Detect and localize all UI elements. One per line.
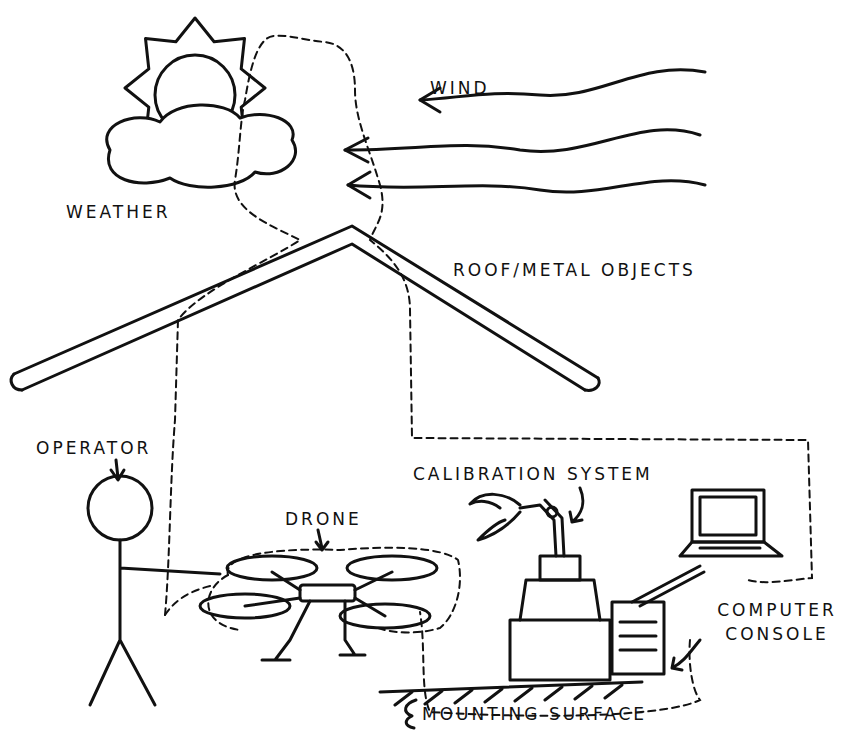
part-label: CALIBRATION SYSTEM (413, 462, 733, 486)
ground-hatch (395, 685, 622, 705)
part-label: WIND (430, 76, 630, 100)
drone-legs (262, 601, 365, 660)
leader-arrow (570, 488, 583, 522)
wind-line (420, 70, 705, 100)
wind-line (345, 130, 700, 152)
stick-body (90, 540, 220, 705)
part-label: COMPUTER CONSOLE (706, 598, 847, 646)
boundary-line (420, 612, 700, 716)
arrow-head (345, 138, 368, 162)
leader-arrow (672, 640, 700, 670)
leader-arrow (316, 530, 328, 550)
wind-arrows (345, 70, 705, 198)
rotor (227, 556, 317, 580)
laptop-arm (632, 566, 704, 606)
operator-figure (88, 460, 220, 705)
leader-mark (406, 700, 416, 728)
calibration-system (470, 488, 610, 680)
computer-console (612, 490, 782, 674)
laptop-display (700, 497, 756, 535)
cabinet-lines (620, 622, 656, 650)
leader-arrow (111, 460, 124, 480)
cloud-symbol (107, 105, 296, 187)
system-boundary (165, 36, 812, 716)
keys (700, 547, 760, 550)
part-label: DRONE (285, 507, 425, 531)
drone-symbol (200, 530, 437, 660)
boundary-line (208, 575, 240, 630)
gripper (470, 494, 520, 540)
roof-symbol (11, 226, 599, 390)
part-label: ROOF/METAL OBJECTS (453, 258, 773, 282)
drone-body (300, 585, 355, 601)
head (88, 476, 152, 540)
boundary-line (165, 36, 812, 615)
roof-end (11, 374, 22, 390)
arrow-head (348, 172, 370, 198)
rotor (347, 556, 437, 580)
drone-arms (245, 572, 392, 616)
console-cabinet (612, 602, 664, 674)
roof-end (585, 378, 599, 390)
base-box (510, 620, 610, 680)
ground-line (380, 682, 642, 692)
wind-line (348, 181, 705, 192)
part-label: OPERATOR (36, 436, 236, 460)
robot-arm (520, 500, 564, 556)
part-label: MOUNTING SURFACE (422, 702, 752, 726)
base-mid (520, 580, 600, 620)
part-label: WEATHER (66, 200, 266, 224)
base-top (540, 556, 580, 580)
joint (547, 507, 557, 517)
laptop-keyboard (680, 542, 782, 556)
laptop-screen (692, 490, 764, 542)
